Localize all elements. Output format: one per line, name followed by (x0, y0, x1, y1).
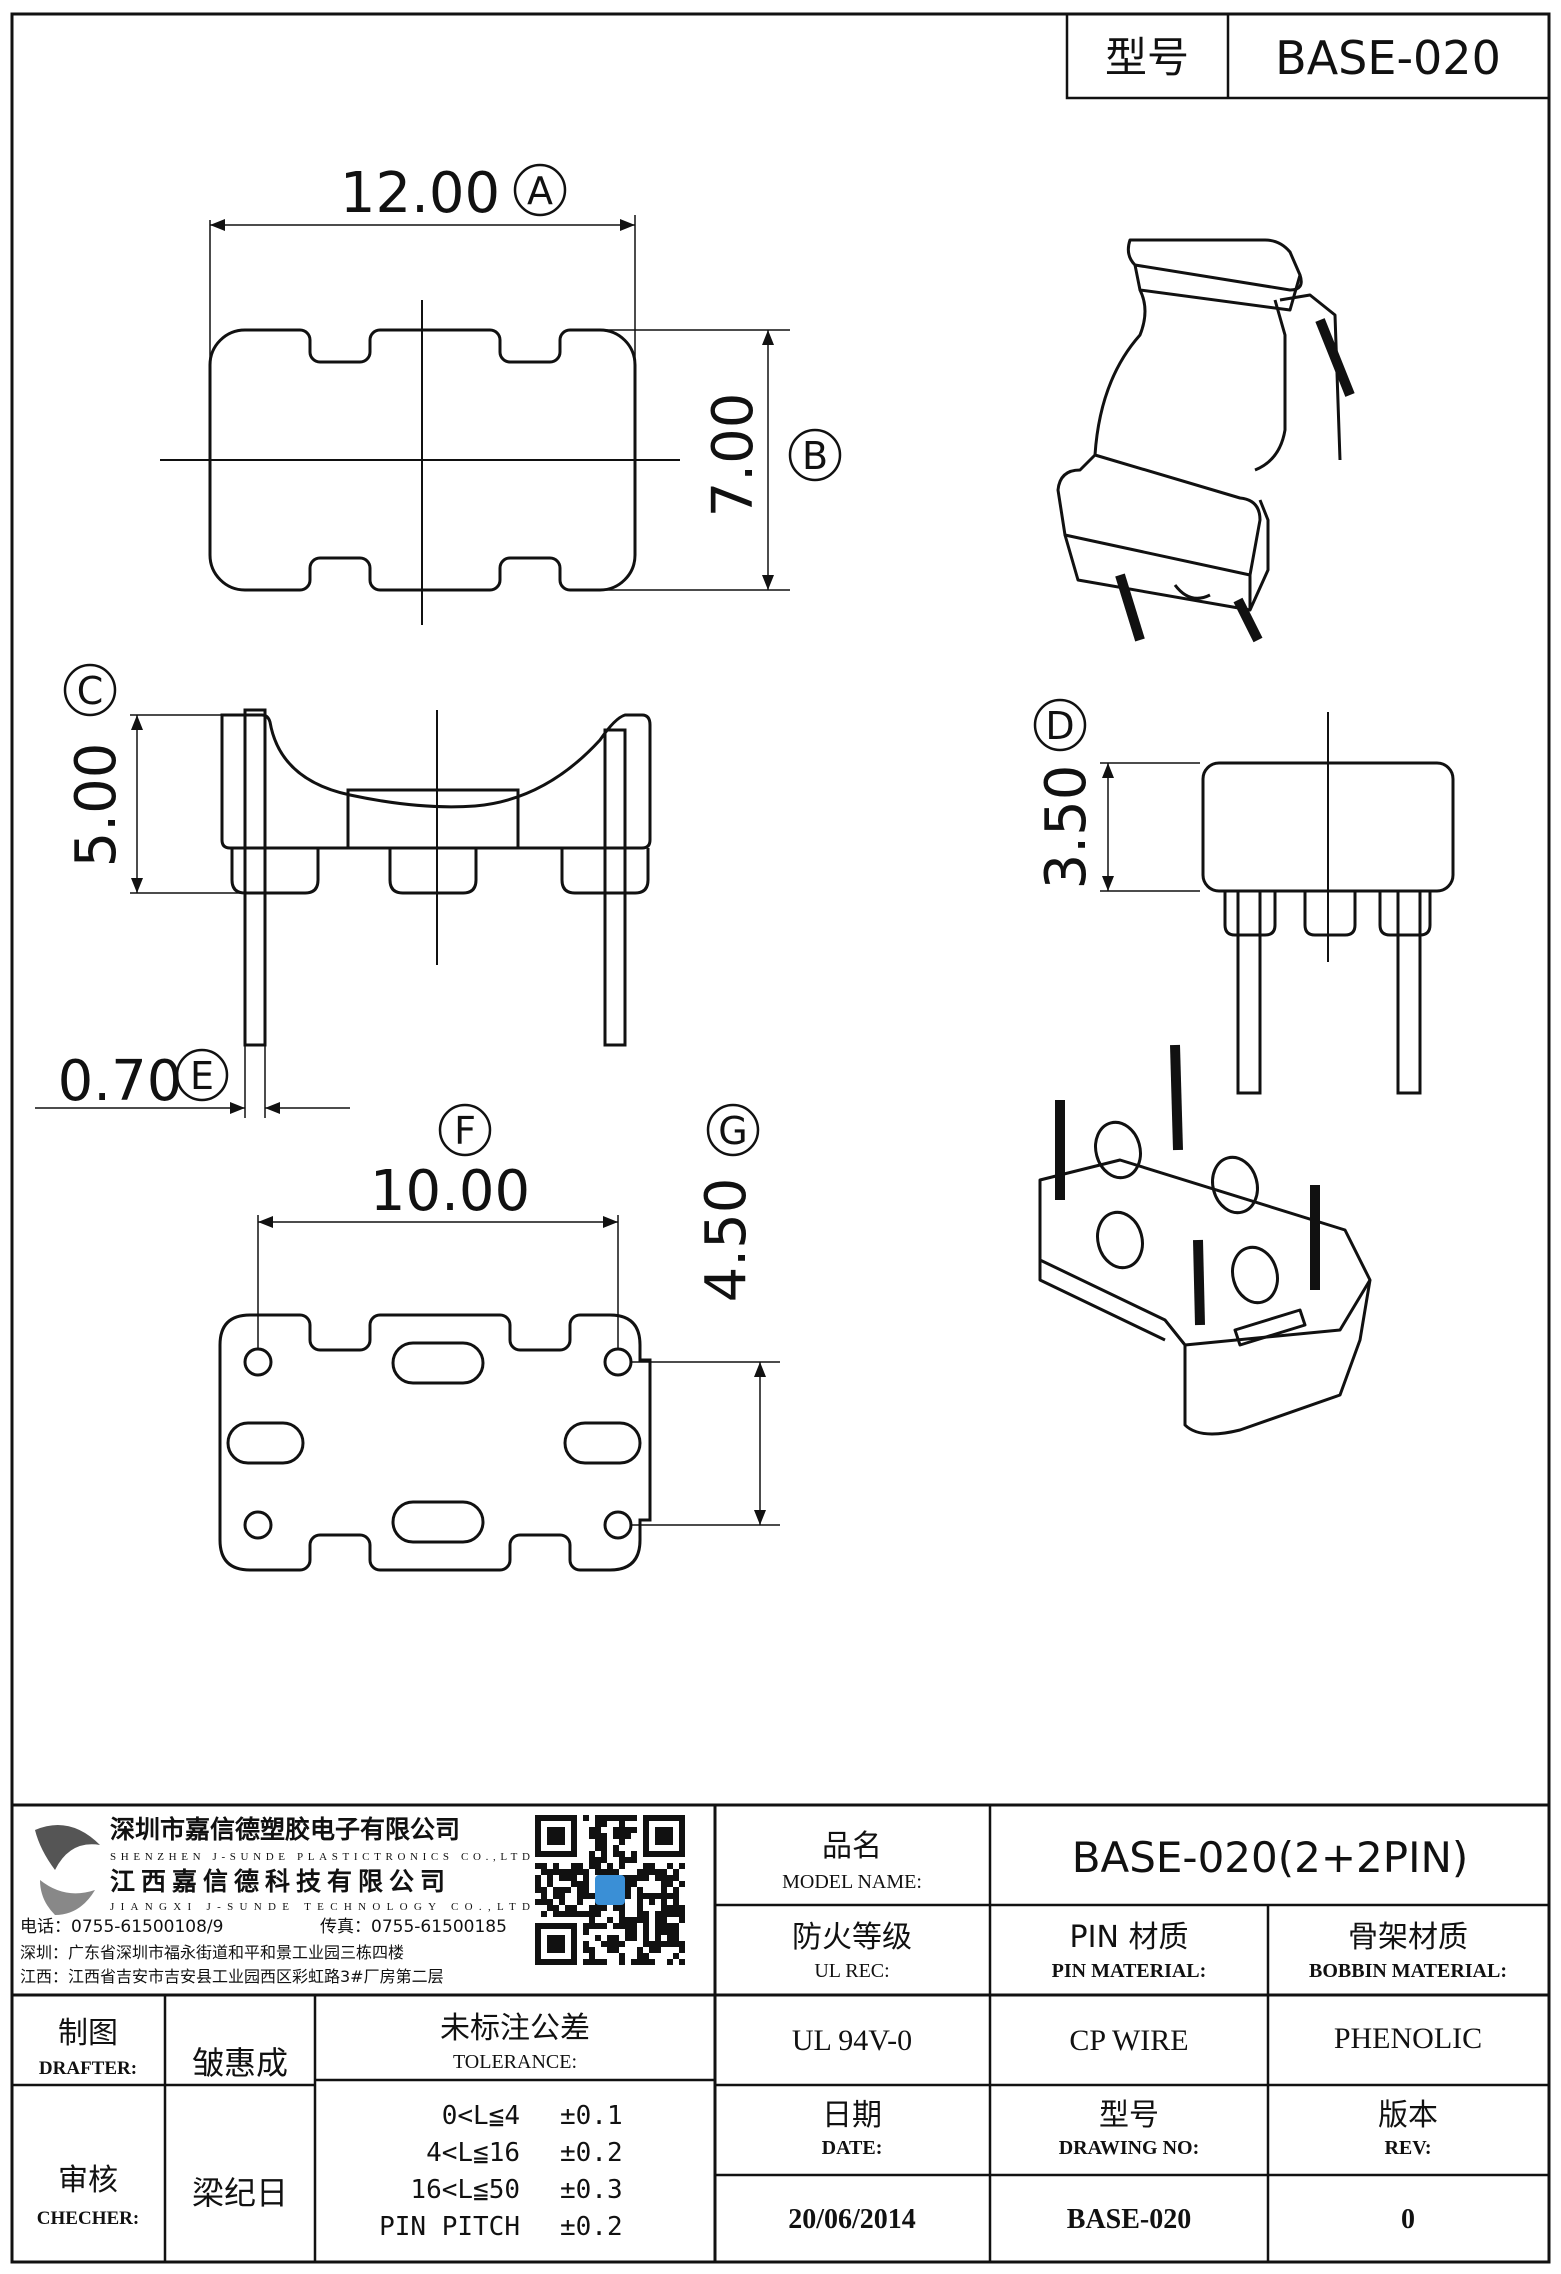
dim-a-marker (513, 163, 567, 217)
dim-g-value: 4.50 (694, 1178, 759, 1303)
dim-b-value: 7.00 (701, 393, 766, 518)
dim-f-letter: F (454, 1109, 476, 1153)
tolerance-range: 0<L≦4 (442, 2101, 520, 2131)
header-box: 型号 BASE-020 (1065, 12, 1551, 100)
drawing-no-cn: 型号 (1099, 2098, 1159, 2133)
pin-material-en: PIN MATERIAL: (1052, 1960, 1207, 1982)
dim-f-value: 10.00 (370, 1159, 530, 1224)
checker-name: 梁纪日 (192, 2174, 288, 2212)
date-cn: 日期 (822, 2098, 882, 2133)
dim-g-letter: G (718, 1109, 747, 1153)
tolerance-value: ±0.3 (560, 2175, 623, 2205)
checker-en: CHECHER: (37, 2208, 139, 2229)
tolerance-cn: 未标注公差 (440, 2011, 590, 2046)
dim-c-value: 5.00 (64, 743, 129, 868)
drafter-cn: 制图 (58, 2016, 118, 2051)
drafter-name: 皱惠成 (192, 2044, 288, 2082)
dim-b-marker (788, 428, 842, 482)
model-name-cn: 品名 (822, 1829, 882, 1864)
dim-a-letter: A (527, 169, 553, 213)
company-name-sz: 深圳市嘉信德塑胶电子有限公司 (110, 1815, 460, 1844)
top-view (160, 215, 790, 625)
drawing-no-en: DRAWING NO: (1059, 2137, 1200, 2159)
ul-rec-en: UL REC: (814, 1960, 889, 1982)
header-type-label: 型号 (1105, 33, 1189, 82)
dim-b-letter: B (802, 434, 828, 478)
company-addr-sz: 深圳：广东省深圳市福永街道和平和景工业园三栋四楼 (20, 1943, 404, 1962)
dim-f-marker (438, 1103, 492, 1157)
isometric-view-bottom (1038, 1044, 1372, 1436)
company-logo (35, 1825, 100, 1915)
dim-c-marker (63, 663, 117, 717)
isometric-view-top (1056, 238, 1355, 643)
dim-d-letter: D (1045, 704, 1074, 748)
tolerance-en: TOLERANCE: (453, 2051, 577, 2073)
company-name-jx: 江西嘉信德科技有限公司 (110, 1867, 451, 1896)
dim-c-letter: C (77, 669, 104, 713)
tolerance-value: ±0.2 (560, 2212, 623, 2242)
tolerance-value: ±0.1 (560, 2101, 623, 2131)
model-name-value: BASE-020(2+2PIN) (1072, 1833, 1469, 1882)
dim-e-letter: E (190, 1054, 214, 1098)
date-value: 20/06/2014 (788, 2204, 916, 2235)
side-view (1100, 712, 1455, 1095)
dim-g-marker (706, 1103, 760, 1157)
ul-rec-cn: 防火等级 (792, 1920, 912, 1955)
qr-code (535, 1815, 685, 1965)
rev-en: REV: (1384, 2137, 1431, 2159)
dim-a-value: 12.00 (340, 161, 500, 226)
pin-material-value: CP WIRE (1069, 2024, 1188, 2057)
front-view (35, 708, 652, 1118)
ul-rec-value: UL 94V-0 (792, 2024, 912, 2057)
dim-d-value: 3.50 (1034, 765, 1099, 890)
tolerance-range: PIN PITCH (379, 2212, 520, 2242)
title-block (12, 1803, 1549, 2262)
dim-d-marker (1033, 698, 1087, 752)
tolerance-range: 16<L≦50 (410, 2175, 520, 2205)
rev-cn: 版本 (1378, 2098, 1438, 2133)
tolerance-table: 0<L≦4 ±0.1 4<L≦16 ±0.2 16<L≦50 ±0.3 PIN … (379, 2101, 623, 2242)
checker-cn: 审核 (58, 2163, 118, 2198)
date-en: DATE: (822, 2137, 883, 2159)
tolerance-range: 4<L≦16 (426, 2138, 520, 2168)
company-addr-jx: 江西：江西省吉安市吉安县工业园西区彩虹路3#厂房第二层 (20, 1967, 444, 1986)
bobbin-material-en: BOBBIN MATERIAL: (1309, 1960, 1507, 1982)
header-model: BASE-020 (1275, 31, 1501, 85)
company-fax: 传真：0755-61500185 (320, 1917, 507, 1937)
dim-e-marker (175, 1048, 229, 1102)
rev-value: 0 (1401, 2204, 1415, 2235)
company-name-jx-en: JIANGXI J-SUNDE TECHNOLOGY CO.,LTD (110, 1901, 530, 1913)
bobbin-material-cn: 骨架材质 (1348, 1920, 1468, 1955)
drafter-en: DRAFTER: (39, 2058, 137, 2079)
tolerance-value: ±0.2 (560, 2138, 623, 2168)
sheet-border (10, 12, 1551, 2264)
company-name-sz-en: SHENZHEN J-SUNDE PLASTICTRONICS CO.,LTD (110, 1851, 530, 1863)
pin-material-cn: PIN 材质 (1070, 1920, 1189, 1955)
company-tel: 电话：0755-61500108/9 (20, 1917, 223, 1937)
drawing-no-value: BASE-020 (1067, 2204, 1191, 2235)
bottom-view (218, 1215, 780, 1572)
bobbin-material-value: PHENOLIC (1334, 2022, 1482, 2055)
model-name-en: MODEL NAME: (782, 1871, 922, 1893)
dim-e-value: 0.70 (58, 1049, 183, 1114)
